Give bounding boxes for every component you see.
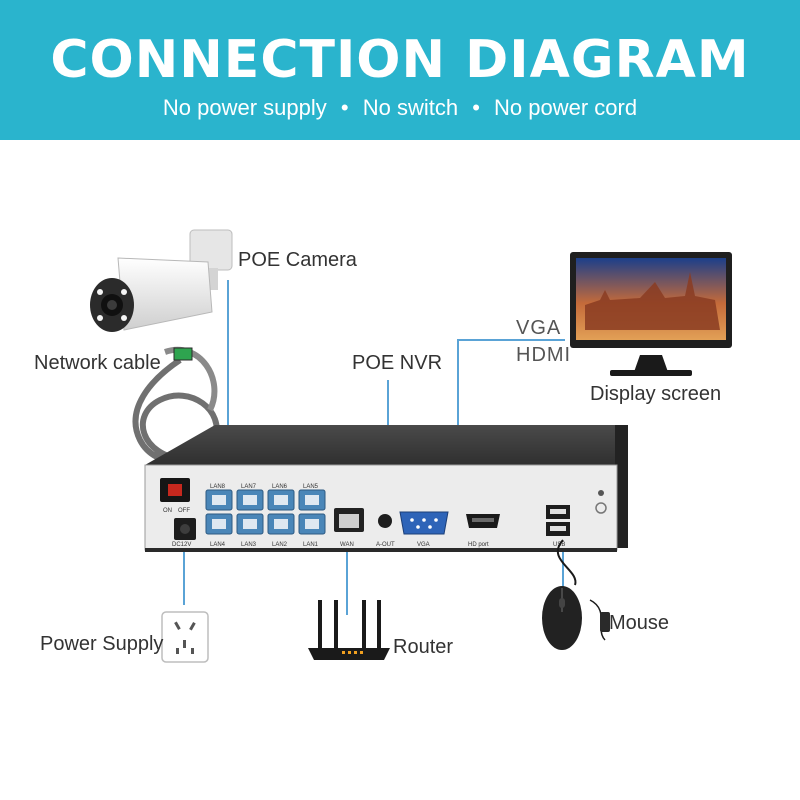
lan-port-socket (212, 495, 226, 505)
feature-1: No power supply (162, 95, 327, 120)
dc-jack (174, 518, 196, 540)
feature-3: No power cord (494, 95, 638, 120)
power-switch (160, 478, 190, 502)
ground-icon (595, 502, 607, 514)
lan-port-socket (274, 495, 288, 505)
hd-port-label: HD port (468, 542, 489, 548)
poe-camera-illustration (90, 229, 233, 332)
hdmi-label: HDMI (516, 344, 572, 366)
mouse-label: Mouse (609, 612, 670, 634)
dc-label: DC12V (172, 542, 191, 548)
audio-out-label: A-OUT (376, 542, 395, 548)
lan-label-3: LAN3 (241, 542, 257, 548)
wan-label: WAN (340, 542, 354, 548)
header-banner: CONNECTION DIAGRAM No power supply • No … (0, 0, 800, 140)
usb-ports (546, 505, 570, 536)
lan-label-8: LAN8 (210, 484, 226, 490)
lan-port-socket (274, 519, 288, 529)
display-screen-illustration (570, 252, 732, 376)
poe-camera-label: POE Camera (238, 249, 357, 271)
lan-label-7: LAN7 (241, 484, 257, 490)
display-screen-label: Display screen (590, 383, 722, 405)
router-illustration (308, 600, 390, 660)
lan-label-1: LAN1 (303, 542, 319, 548)
lan-label-6: LAN6 (272, 484, 288, 490)
mouse-illustration (542, 539, 610, 650)
wan-port (334, 508, 364, 532)
audio-out-jack (378, 514, 392, 528)
lan-ports (205, 489, 326, 535)
reset-hole (598, 490, 604, 496)
lan-port-socket (305, 519, 319, 529)
lan-port-socket (243, 519, 257, 529)
feature-2: No switch (362, 95, 459, 120)
hdmi-port (466, 514, 500, 528)
bullet-2: • (472, 95, 480, 120)
lan-port-socket (243, 495, 257, 505)
lan-port-socket (305, 495, 319, 505)
connection-diagram: ON OFF DC12V LAN8 LAN7 LAN6 LAN5 LAN4 LA… (90, 229, 732, 663)
lan-port-socket (212, 519, 226, 529)
lan-label-5: LAN5 (303, 484, 319, 490)
poe-nvr-label: POE NVR (352, 352, 443, 374)
lan-label-2: LAN2 (272, 542, 288, 548)
feature-list: No power supply • No switch • No power c… (0, 95, 800, 121)
page-title: CONNECTION DIAGRAM (50, 30, 750, 90)
vga-port-label: VGA (417, 542, 430, 548)
network-cable-label: Network cable (34, 352, 161, 374)
power-socket-illustration (161, 611, 209, 663)
power-supply-label: Power Supply (40, 633, 164, 655)
lan-label-4: LAN4 (210, 542, 226, 548)
vga-label: VGA (516, 317, 562, 339)
nvr-body (144, 425, 628, 552)
bullet-1: • (340, 95, 349, 120)
vga-port (399, 511, 449, 535)
switch-off-label: OFF (178, 508, 190, 514)
switch-on-label: ON (163, 508, 172, 514)
router-label: Router (393, 636, 454, 658)
